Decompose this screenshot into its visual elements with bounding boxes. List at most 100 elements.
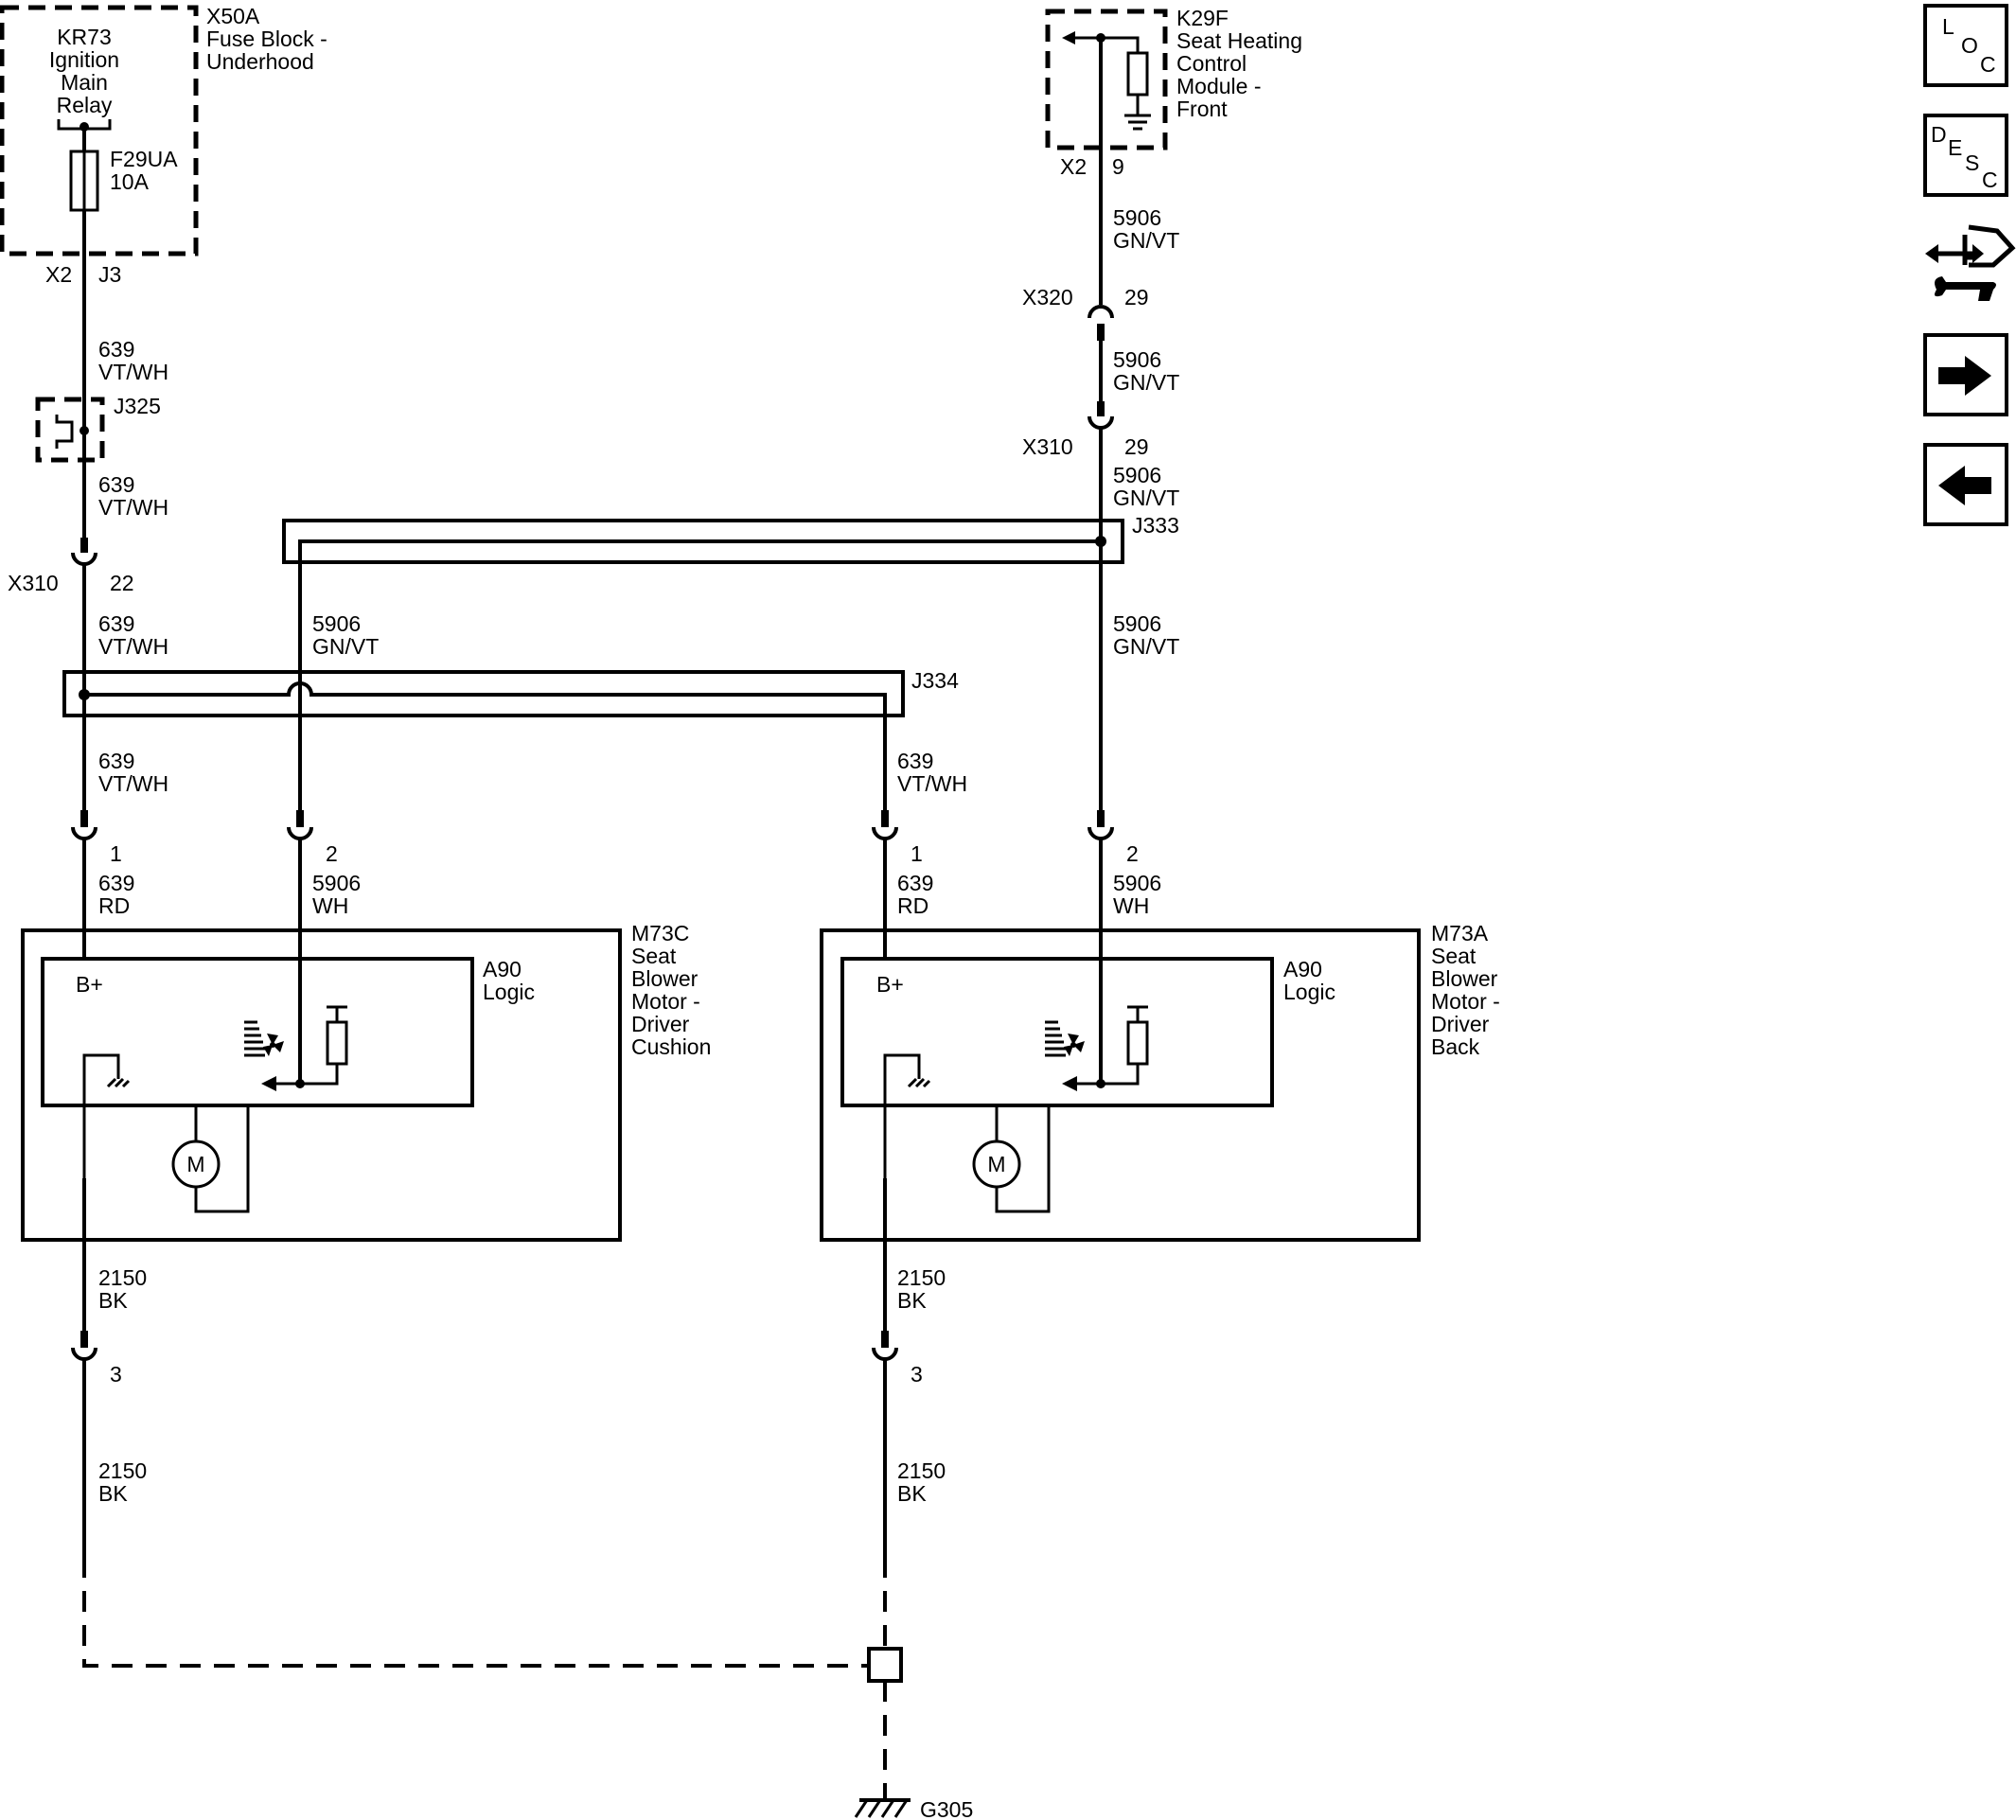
svg-text:BK: BK xyxy=(897,1481,927,1506)
svg-text:639: 639 xyxy=(897,871,933,895)
svg-text:Main: Main xyxy=(61,70,108,95)
svg-text:A90: A90 xyxy=(483,957,522,981)
j325-splice-symbol xyxy=(55,415,74,449)
svg-text:X2: X2 xyxy=(1060,154,1087,179)
svg-text:Control: Control xyxy=(1176,51,1247,76)
x50a-label: X50A Fuse Block - Underhood xyxy=(206,4,327,74)
x2-j3-connector-label: X2 J3 xyxy=(45,262,121,287)
svg-text:WH: WH xyxy=(1113,893,1149,918)
svg-text:O: O xyxy=(1961,33,1978,58)
connector-repair-button[interactable] xyxy=(1925,224,2016,301)
svg-text:J3: J3 xyxy=(98,262,121,287)
svg-text:639: 639 xyxy=(98,749,134,773)
svg-text:10A: 10A xyxy=(110,169,150,194)
desc-icon: D E S C xyxy=(1931,122,1998,192)
svg-text:Underhood: Underhood xyxy=(206,49,314,74)
svg-text:Motor -: Motor - xyxy=(631,989,700,1014)
svg-text:X50A: X50A xyxy=(206,4,260,28)
wire-label-5906-wh-left: 5906 WH xyxy=(312,871,361,918)
svg-text:GN/VT: GN/VT xyxy=(312,634,379,659)
x50a-fuse-block-outline xyxy=(0,5,199,256)
svg-text:Seat Heating: Seat Heating xyxy=(1176,28,1302,53)
svg-text:B+: B+ xyxy=(876,972,904,997)
svg-text:Motor -: Motor - xyxy=(1431,989,1500,1014)
wire-label-639-rd-right: 639 RD xyxy=(897,871,933,918)
svg-text:X2: X2 xyxy=(45,262,72,287)
m73a-label: M73A Seat Blower Motor - Driver Back xyxy=(1431,921,1500,1059)
j334-splice-bus xyxy=(84,681,887,814)
k29f-module-outline xyxy=(1045,9,1168,150)
x320-label: X320 29 xyxy=(1022,285,1149,309)
m73a-pin1-label: 1 xyxy=(911,841,923,866)
wire-label-5906-gn-vt-4: 5906 GN/VT xyxy=(312,611,379,659)
svg-text:639: 639 xyxy=(98,472,134,497)
j334-splice-pack xyxy=(62,670,905,717)
desc-button[interactable]: D E S C xyxy=(1923,114,2008,197)
svg-text:L: L xyxy=(1942,14,1954,39)
svg-text:X320: X320 xyxy=(1022,285,1073,309)
svg-text:GN/VT: GN/VT xyxy=(1113,634,1179,659)
ground-splice-block xyxy=(867,1647,903,1683)
k29f-resistor-symbol xyxy=(1126,51,1149,97)
svg-text:RD: RD xyxy=(897,893,928,918)
wire-label-2150-bk-3: 2150 BK xyxy=(98,1458,147,1506)
svg-text:M73C: M73C xyxy=(631,921,689,945)
svg-text:Fuse Block -: Fuse Block - xyxy=(206,27,327,51)
svg-text:E: E xyxy=(1948,135,1962,160)
svg-text:VT/WH: VT/WH xyxy=(98,495,168,520)
x310-29-label: X310 29 xyxy=(1022,434,1149,459)
g305-label: G305 xyxy=(920,1797,973,1820)
svg-text:639: 639 xyxy=(98,871,134,895)
wire-label-639-vt-wh-2: 639 VT/WH xyxy=(98,472,168,520)
x2-9-connector-label: X2 9 xyxy=(1060,154,1124,179)
svg-text:M: M xyxy=(987,1152,1005,1176)
a90-logic-label-right: A90 Logic xyxy=(1283,957,1335,1004)
m73c-pin1-label: 1 xyxy=(110,841,122,866)
loc-button[interactable]: L O C xyxy=(1923,4,2008,87)
wire-label-639-vt-wh-5: 639 VT/WH xyxy=(897,749,967,796)
svg-text:X310: X310 xyxy=(8,571,59,595)
svg-text:Blower: Blower xyxy=(1431,966,1498,991)
svg-text:2150: 2150 xyxy=(98,1458,147,1483)
svg-text:Logic: Logic xyxy=(1283,980,1335,1004)
svg-text:2150: 2150 xyxy=(897,1265,946,1290)
wire-label-639-rd-left: 639 RD xyxy=(98,871,134,918)
g305-ground-symbol xyxy=(854,1798,911,1818)
svg-text:22: 22 xyxy=(110,571,134,595)
svg-text:9: 9 xyxy=(1112,154,1124,179)
wire-label-639-vt-wh-3: 639 VT/WH xyxy=(98,611,168,659)
svg-text:Module -: Module - xyxy=(1176,74,1261,98)
svg-text:Driver: Driver xyxy=(1431,1012,1490,1036)
wire-label-2150-bk-1: 2150 BK xyxy=(98,1265,147,1313)
wire-label-639-vt-wh-1: 639 VT/WH xyxy=(98,337,168,384)
svg-text:Seat: Seat xyxy=(631,944,677,968)
svg-text:Relay: Relay xyxy=(57,93,113,117)
svg-text:VT/WH: VT/WH xyxy=(897,771,967,796)
svg-text:M73A: M73A xyxy=(1431,921,1489,945)
loc-icon: L O C xyxy=(1942,14,1996,77)
svg-text:RD: RD xyxy=(98,893,130,918)
svg-text:5906: 5906 xyxy=(1113,205,1161,230)
m73a-connector-pins xyxy=(872,810,1114,840)
x310-pin-29-connector xyxy=(1088,415,1114,430)
svg-text:B+: B+ xyxy=(76,972,103,997)
j325-label: J325 xyxy=(114,394,161,418)
previous-page-icon xyxy=(1938,466,1991,505)
j334-label: J334 xyxy=(911,668,959,693)
wire-label-639-vt-wh-4: 639 VT/WH xyxy=(98,749,168,796)
m73c-connector-pins xyxy=(71,810,313,840)
svg-text:5906: 5906 xyxy=(312,871,361,895)
svg-text:Driver: Driver xyxy=(631,1012,690,1036)
svg-text:BK: BK xyxy=(98,1481,128,1506)
x310-pin-22-connector xyxy=(71,552,97,566)
svg-text:5906: 5906 xyxy=(312,611,361,636)
m73a-pin3-label: 3 xyxy=(911,1362,923,1387)
previous-page-button[interactable] xyxy=(1923,443,2008,526)
j333-label: J333 xyxy=(1132,513,1179,538)
j333-splice-bus xyxy=(298,539,1101,814)
next-page-button[interactable] xyxy=(1923,333,2008,416)
svg-text:29: 29 xyxy=(1124,434,1149,459)
wire-label-5906-gn-vt-5: 5906 GN/VT xyxy=(1113,611,1179,659)
wire-label-5906-gn-vt-2: 5906 GN/VT xyxy=(1113,347,1179,395)
